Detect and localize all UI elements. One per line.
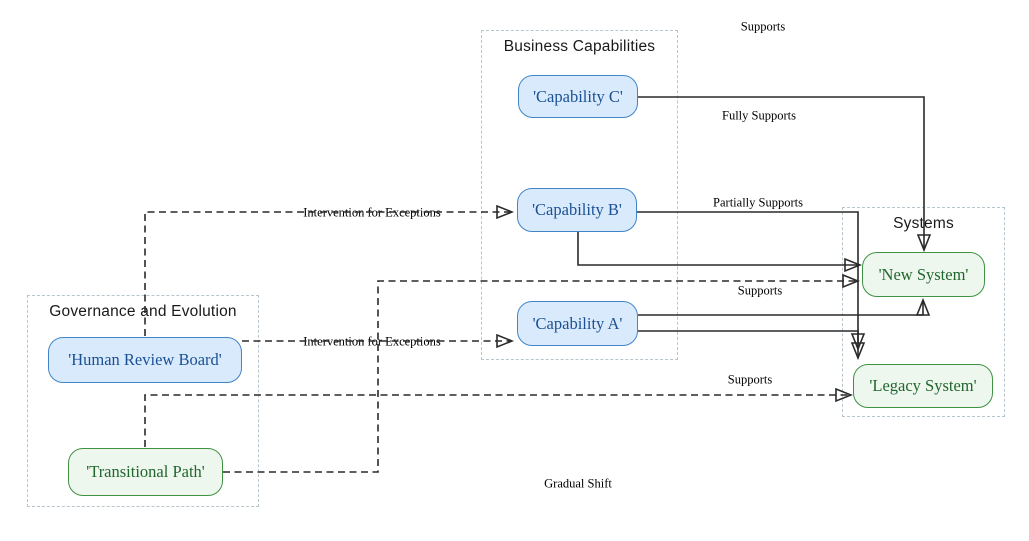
edge-label-partially-supports: Partially Supports [713, 195, 803, 210]
group-business-capabilities-label: Business Capabilities [503, 38, 656, 55]
node-legacy-system: 'Legacy System' [853, 364, 993, 408]
edge-label-intervention-lower: Intervention for Exceptions [303, 334, 441, 349]
node-capability-a: 'Capability A' [517, 301, 638, 346]
edge-label-supports-lower: Supports [727, 372, 773, 387]
edge-label-fully-supports: Fully Supports [722, 108, 796, 123]
group-systems-label: Systems [893, 215, 954, 232]
node-capability-c: 'Capability C' [518, 75, 638, 118]
edge-label-supports-top: Supports [740, 19, 786, 34]
edge-label-intervention-upper: Intervention for Exceptions [303, 205, 441, 220]
edge-label-supports-mid: Supports [737, 283, 783, 298]
node-new-system: 'New System' [862, 252, 985, 297]
node-human-review-board: 'Human Review Board' [48, 337, 242, 383]
group-governance-evolution-label: Governance and Evolution [49, 303, 237, 320]
node-capability-b: 'Capability B' [517, 188, 637, 232]
edge-label-gradual-shift: Gradual Shift [544, 476, 612, 491]
node-transitional-path: 'Transitional Path' [68, 448, 223, 496]
